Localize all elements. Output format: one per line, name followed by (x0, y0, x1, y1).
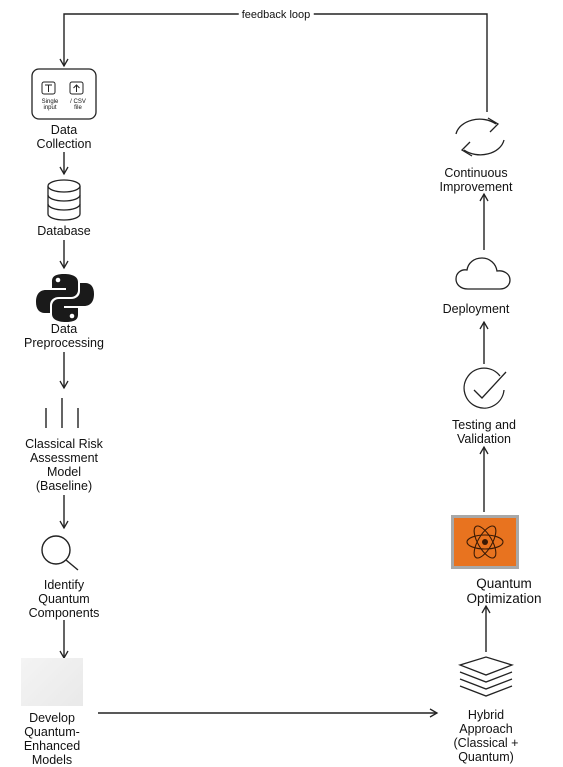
stacked-layers-icon (456, 656, 516, 704)
identify-quantum-components-label: Identify Quantum Components (28, 578, 100, 620)
check-circle-icon (454, 366, 514, 414)
atom-icon (451, 515, 519, 569)
python-logo-icon (34, 272, 96, 324)
data-preprocessing-label: Data Preprocessing (24, 322, 104, 350)
database-label: Database (37, 224, 91, 238)
csv-file-line-1: / CSV (70, 99, 86, 105)
feedback-loop-edge (59, 13, 488, 112)
data-collection-label: Data Collection (36, 123, 92, 151)
blank-placeholder-icon (21, 658, 83, 706)
single-input-line-2: input (43, 105, 57, 111)
magnifier-icon (36, 532, 86, 572)
refresh-cycle-icon (448, 114, 512, 160)
bar-lines-icon (40, 396, 84, 430)
classical-risk-model-label: Classical Risk Assessment Model (Baselin… (25, 437, 103, 493)
quantum-optimization-label: Quantum Optimization (466, 576, 542, 606)
deployment-label: Deployment (442, 302, 510, 316)
develop-quantum-models-label: Develop Quantum- Enhanced Models (23, 711, 81, 767)
csv-file-line-2: file (74, 105, 82, 111)
testing-validation-label: Testing and Validation (452, 418, 516, 446)
hybrid-approach-label: Hybrid Approach (Classical + Quantum) (453, 708, 519, 764)
single-input-line-1: Single (41, 99, 59, 105)
cloud-icon (454, 255, 514, 295)
database-icon (45, 178, 83, 222)
upload-form-icon: Single input / CSV file (31, 68, 97, 120)
continuous-improvement-label: Continuous Improvement (439, 166, 513, 194)
feedback-loop-label: feedback loop (238, 9, 314, 21)
